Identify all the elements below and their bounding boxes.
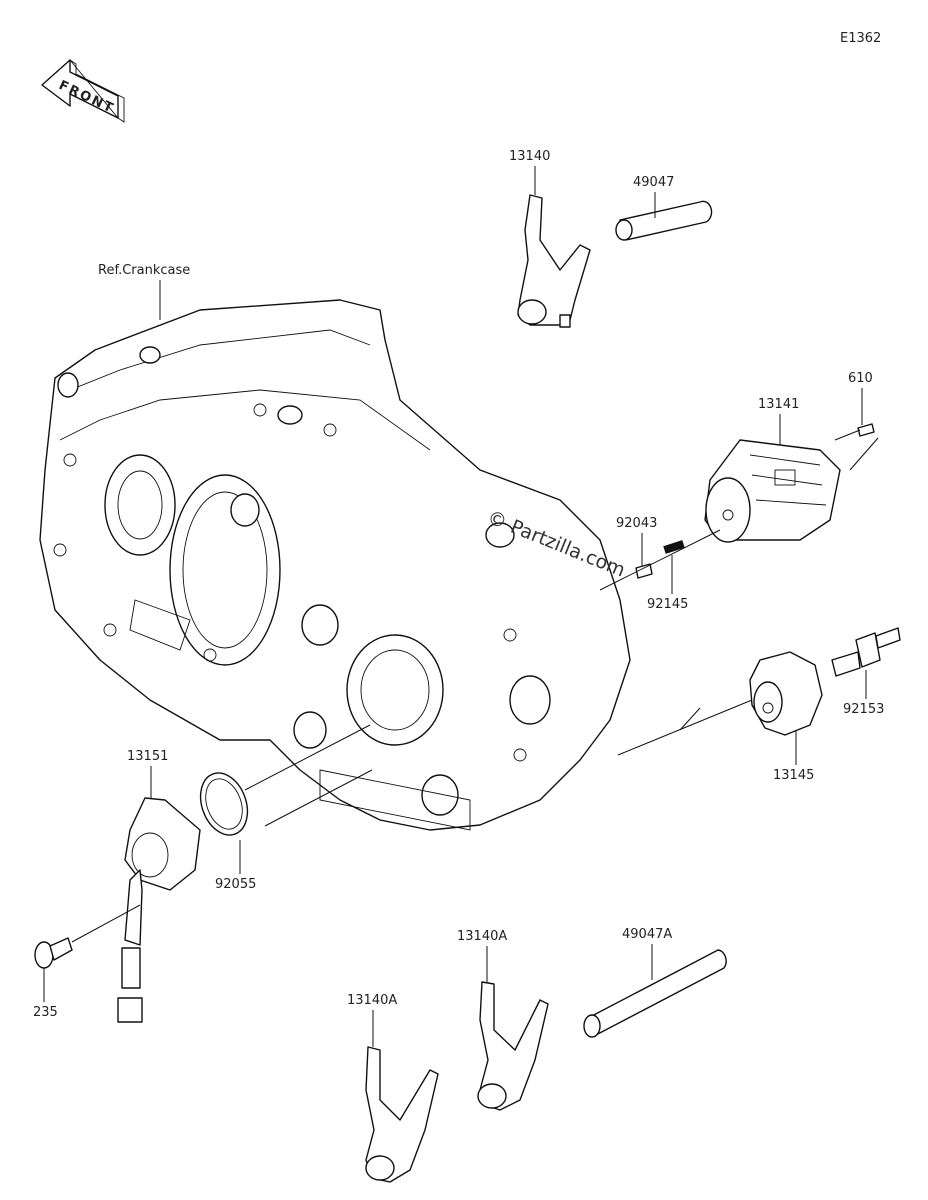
bolt-92153-illustration [831, 627, 901, 677]
label-235: 235 [33, 1005, 58, 1020]
label-ref-crankcase: Ref.Crankcase [98, 263, 190, 278]
switch-13151-illustration [117, 797, 201, 1023]
shift-drum-13141-illustration [704, 439, 841, 543]
label-13140A-right: 13140A [457, 929, 507, 944]
label-92055: 92055 [215, 877, 256, 892]
label-13140: 13140 [509, 149, 550, 164]
label-49047A: 49047A [622, 927, 672, 942]
spring-92145-illustration [663, 540, 685, 554]
o-ring-92055-illustration [199, 772, 249, 836]
label-13141: 13141 [758, 397, 799, 412]
label-92145: 92145 [647, 597, 688, 612]
label-49047: 49047 [633, 175, 674, 190]
pin-610-illustration [857, 423, 875, 437]
pin-92043-illustration [635, 563, 653, 579]
label-610: 610 [848, 371, 873, 386]
diagram-code: E1362 [840, 31, 881, 46]
holder-13145-illustration [749, 651, 823, 736]
screw-235-illustration [34, 937, 73, 969]
label-13145: 13145 [773, 768, 814, 783]
shaft-49047A-illustration [583, 949, 727, 1038]
label-92153: 92153 [843, 702, 884, 717]
shaft-49047-illustration [615, 200, 713, 241]
shift-fork-13140-illustration [517, 194, 591, 328]
label-92043: 92043 [616, 516, 657, 531]
crankcase-illustration [39, 299, 631, 831]
front-arrow-icon: FRONT [41, 59, 125, 123]
label-13140A-left: 13140A [347, 993, 397, 1008]
shift-fork-13140A-right-illustration [477, 981, 549, 1111]
shift-fork-13140A-left-illustration [365, 1046, 439, 1183]
label-13151: 13151 [127, 749, 168, 764]
